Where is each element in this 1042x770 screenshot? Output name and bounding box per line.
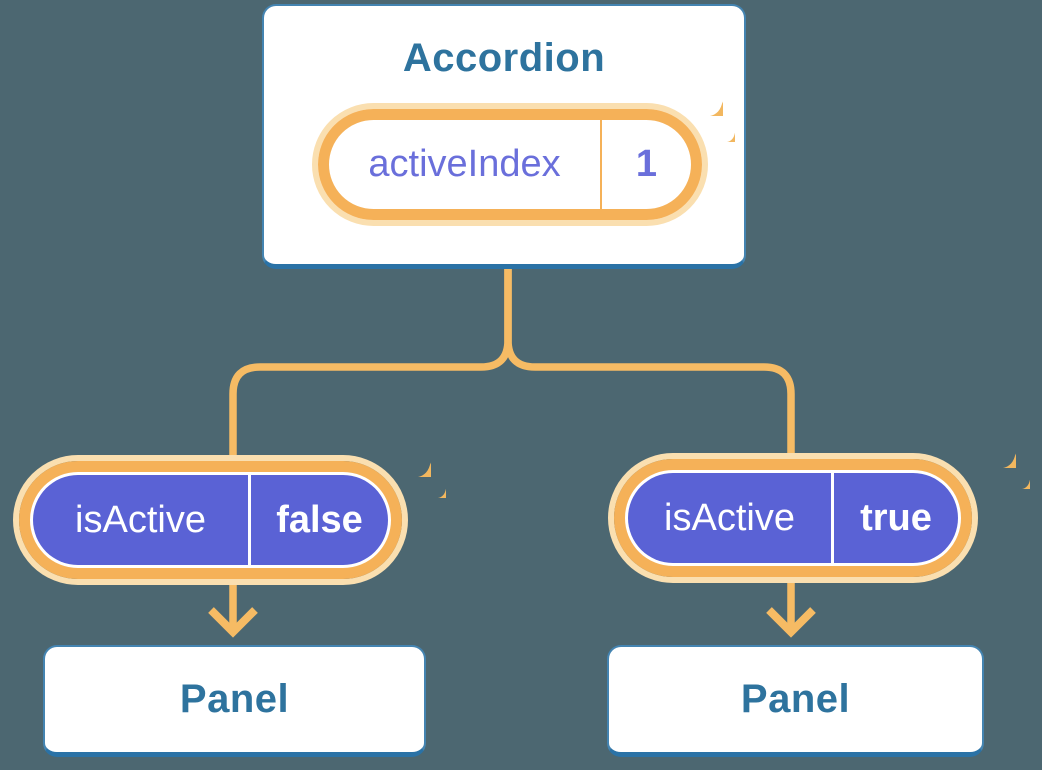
accordion-title: Accordion [402,36,606,80]
edge-root-to-right-child [504,269,795,631]
sparkle-icon [990,438,1016,468]
arrow-down-icon [766,607,816,638]
arrow-down-icon [208,607,258,638]
panel-component-card-right: Panel [607,645,984,757]
prop-value-label: false [276,498,363,541]
sparkle-icon [1014,470,1030,489]
panel-title: Panel [740,677,851,721]
prop-pill-isactive-false: isActive false [13,455,408,585]
panel-title: Panel [179,677,290,721]
prop-pill-isactive-true: isActive true [608,453,978,583]
pill-divider [831,473,834,563]
sparkle-icon [697,86,723,116]
prop-name-label: isActive [664,496,795,539]
panel-component-card-left: Panel [43,645,426,757]
prop-name-label: isActive [75,498,206,541]
pill-divider [248,475,251,565]
sparkle-icon [430,479,446,498]
state-value-label: 1 [635,143,658,185]
prop-value-label: true [860,496,932,539]
sparkle-icon [719,123,735,142]
state-pill-active-index: activeIndex 1 [312,103,708,226]
sparkle-icon [405,447,431,477]
state-name-label: activeIndex [368,143,561,185]
pill-divider [600,120,602,209]
